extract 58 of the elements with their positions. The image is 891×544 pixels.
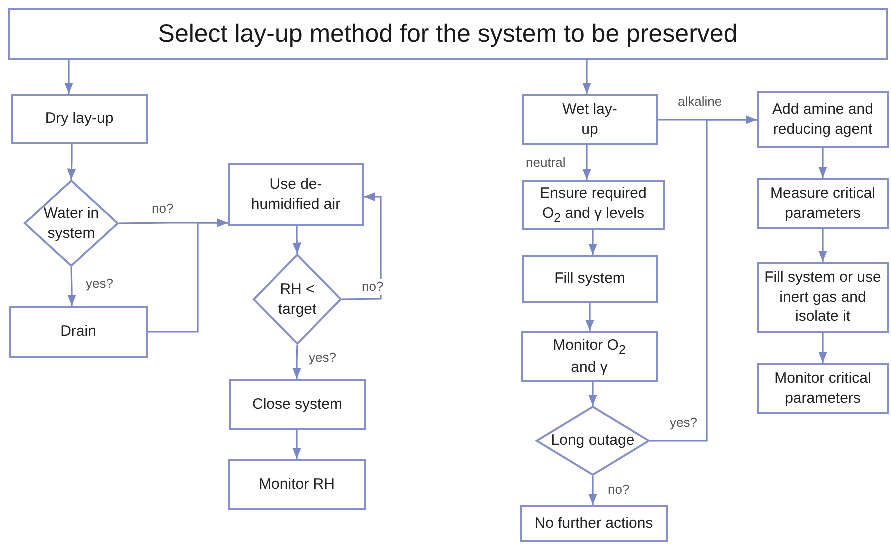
node-text: No further actions <box>534 514 654 534</box>
arrow <box>292 226 302 254</box>
node-text: Close system <box>251 394 344 414</box>
arrow <box>818 333 828 363</box>
arrow <box>67 144 76 180</box>
title: Select lay-up method for the system to be preserved <box>157 18 739 50</box>
node-text: Wet lay-up <box>562 100 618 139</box>
node-text: Monitor RH <box>258 474 336 494</box>
process-box <box>522 180 665 230</box>
decision-diamond <box>253 254 342 345</box>
process-box <box>11 94 148 144</box>
arrow <box>818 229 828 262</box>
title-box <box>8 8 888 60</box>
process-box <box>228 163 364 226</box>
node-text: Use de-humidified air <box>250 175 342 214</box>
arrow <box>64 60 74 94</box>
process-box <box>522 94 658 145</box>
node-text: Drain <box>60 322 98 342</box>
process-box <box>522 255 658 303</box>
process-box <box>757 91 889 148</box>
process-box <box>229 379 366 430</box>
node-text: RH < target <box>277 280 318 319</box>
arrow <box>582 145 592 180</box>
edge-label: no? <box>360 279 386 295</box>
arrow <box>582 60 592 94</box>
arrow <box>68 266 76 306</box>
arrow <box>588 230 598 255</box>
edge-label: yes? <box>668 415 700 431</box>
node-text: Fill system <box>554 269 626 289</box>
node-text: Add amine and reducing agent <box>772 100 874 139</box>
node-text: Measure critical parameters <box>769 184 877 223</box>
node-text: Monitor critical parameters <box>774 369 872 408</box>
process-box <box>521 331 658 382</box>
node-text: Monitor O$_{2}$ and γ <box>552 336 627 378</box>
edge-label: yes? <box>84 276 116 292</box>
arrow <box>586 303 594 331</box>
process-box <box>520 505 668 542</box>
process-box <box>757 262 889 333</box>
process-box <box>757 178 889 229</box>
node-text: Dry lay-up <box>44 109 115 129</box>
arrow <box>342 192 382 300</box>
decision-diamond <box>24 180 119 267</box>
arrow <box>588 476 598 505</box>
arrow <box>292 430 302 459</box>
process-box <box>228 459 366 510</box>
node-text: Ensure required O$_{2}$ and γ levels <box>539 184 648 226</box>
decision-diamond <box>536 406 650 476</box>
process-box <box>9 306 148 358</box>
arrow <box>818 148 828 178</box>
node-text: Long outage <box>550 431 636 451</box>
edge-label: yes? <box>307 350 338 366</box>
arrow <box>292 344 302 379</box>
arrow <box>588 382 598 406</box>
node-text: Fill system or use inert gas and isolate it <box>764 268 882 327</box>
arrow <box>148 218 228 333</box>
process-box <box>757 363 889 414</box>
arrow <box>650 116 757 442</box>
node-text: Water in system <box>42 204 100 243</box>
